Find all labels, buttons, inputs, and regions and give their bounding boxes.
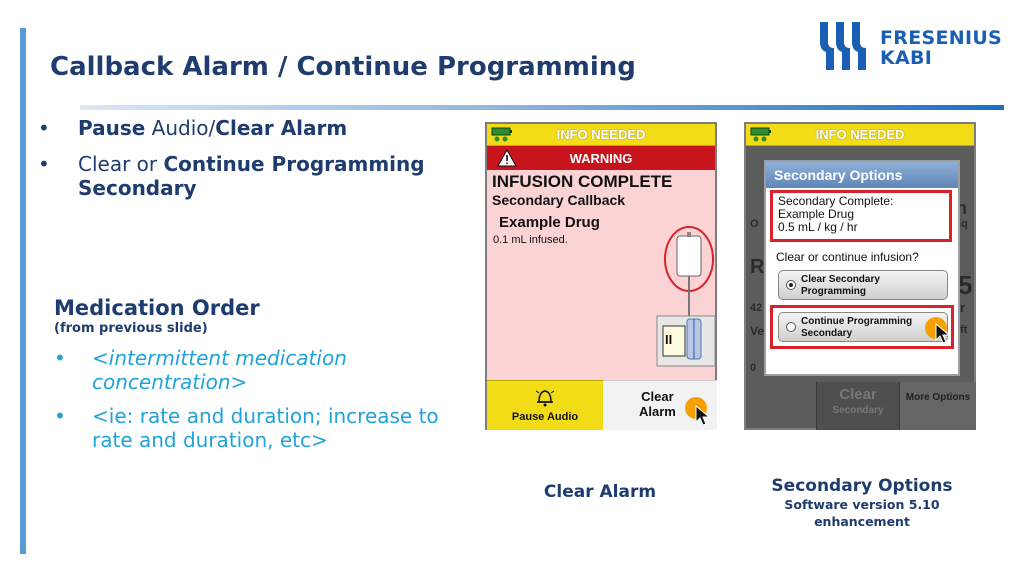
caption-software-line1: Software version 5.10	[784, 497, 940, 512]
drug-name: Example Drug	[499, 214, 600, 231]
left-accent-bar	[20, 28, 26, 554]
caption-secondary-options: Secondary Options Software version 5.10 …	[764, 476, 960, 530]
background-text: r	[960, 300, 966, 315]
pause-symbol: II	[665, 332, 673, 347]
option-label: Continue Programming Secondary	[801, 316, 913, 339]
background-text: 42	[750, 302, 763, 314]
clear-label: Clear	[839, 386, 877, 403]
medication-item-text: <intermittent medication concentration>	[92, 346, 347, 394]
dialog-title: Secondary Options	[774, 167, 903, 183]
logo-line2: KABI	[880, 47, 933, 69]
caption-clear-alarm: Clear Alarm	[543, 482, 657, 502]
infusion-complete-heading: INFUSION COMPLETE	[492, 172, 673, 191]
warning-bar: WARNING	[487, 146, 715, 170]
caption-software-line2: enhancement	[814, 514, 910, 529]
medication-item-text: <ie: rate and duration; increase to rate…	[92, 404, 439, 452]
clear-alarm-button[interactable]: Clear Alarm	[603, 380, 717, 430]
info-needed-text: INFO NEEDED	[815, 127, 905, 142]
option-label: Clear Secondary Programming	[801, 274, 880, 297]
title-underline	[80, 105, 1004, 110]
main-bullets: • Pause Audio/Clear Alarm • Clear or Con…	[38, 116, 458, 212]
battery-icon	[750, 127, 771, 142]
fresenius-kabi-logo: FRESENIUS KABI	[818, 20, 1008, 72]
clear-secondary-button[interactable]: Clear Secondary	[816, 382, 900, 430]
info-needed-bar: INFO NEEDED	[487, 124, 715, 146]
clear-secondary-option[interactable]: Clear Secondary Programming	[778, 270, 948, 300]
highlight-box	[770, 305, 954, 349]
info-needed-bar: INFO NEEDED	[746, 124, 974, 146]
logo-wordmark: FRESENIUS KABI	[880, 28, 1002, 68]
summary-dose: 0.5 mL / kg / hr	[778, 220, 858, 234]
bullet-text: Continue Programming Secondary	[78, 152, 425, 200]
info-needed-text: INFO NEEDED	[556, 127, 646, 142]
pause-audio-button[interactable]: Pause Audio	[487, 380, 603, 430]
cursor-icon	[935, 323, 951, 344]
dialog-question: Clear or continue infusion?	[776, 250, 919, 264]
more-options-button[interactable]: More Options	[900, 382, 976, 430]
warning-text: WARNING	[569, 151, 633, 166]
fresenius-logo-icon	[820, 22, 866, 70]
background-text: 0	[750, 362, 757, 374]
infused-volume: 0.1 mL infused.	[493, 234, 568, 246]
slide-title: Callback Alarm / Continue Programming	[50, 52, 636, 82]
secondary-callback-text: Secondary Callback	[492, 192, 626, 208]
pause-audio-label: Pause Audio	[511, 411, 579, 423]
summary-status: Secondary Complete:	[778, 194, 894, 208]
medication-item: • <ie: rate and duration; increase to ra…	[54, 404, 439, 452]
bullet-text: Clear Alarm	[215, 116, 348, 140]
background-text: n	[956, 198, 967, 218]
bullet-text: Audio/	[145, 116, 216, 140]
secondary-options-dialog: Secondary Options Secondary Complete: Ex…	[764, 160, 960, 376]
warning-triangle-icon	[497, 149, 517, 167]
clear-alarm-label: Clear Alarm	[639, 389, 676, 419]
dialog-title-bar: Secondary Options	[766, 162, 958, 188]
bullet-item: • Pause Audio/Clear Alarm	[38, 116, 348, 140]
background-text: O	[750, 218, 759, 230]
medication-title: Medication Order	[54, 296, 260, 320]
background-text: Ve	[750, 324, 765, 338]
pump-screen-clear-alarm: INFO NEEDED WARNING INFUSION COMPLETE Se…	[485, 122, 717, 430]
radio-unselected-icon	[786, 322, 796, 332]
iv-bag-pump-illustration	[656, 226, 716, 367]
bullet-item: • Clear or Continue Programming Secondar…	[38, 152, 425, 200]
secondary-complete-summary: Secondary Complete: Example Drug 0.5 mL …	[770, 190, 952, 242]
battery-icon	[491, 127, 512, 142]
bullet-text: Clear or	[78, 152, 164, 176]
summary-drug: Example Drug	[778, 207, 855, 221]
background-text: iq	[958, 218, 968, 230]
background-text: R	[750, 256, 765, 278]
cursor-icon	[695, 405, 711, 426]
alarm-bell-icon	[535, 390, 555, 407]
medication-order: Medication Order (from previous slide) •…	[54, 296, 464, 452]
more-options-label: More Options	[905, 392, 971, 403]
background-text: 5	[958, 270, 973, 300]
logo-line1: FRESENIUS	[880, 27, 1003, 49]
pump-screen-secondary-options: INFO NEEDED n iq R 5 42 r Ve eft O 0 Sec…	[744, 122, 976, 430]
bullet-text: Pause	[78, 116, 146, 140]
continue-programming-option[interactable]: Continue Programming Secondary	[778, 312, 951, 344]
clear-sub-label: Secondary	[832, 405, 884, 416]
radio-selected-icon	[786, 280, 796, 290]
medication-item: • <intermittent medication concentration…	[54, 346, 347, 394]
medication-subtitle: (from previous slide)	[54, 321, 208, 336]
caption-title: Secondary Options	[771, 476, 953, 496]
